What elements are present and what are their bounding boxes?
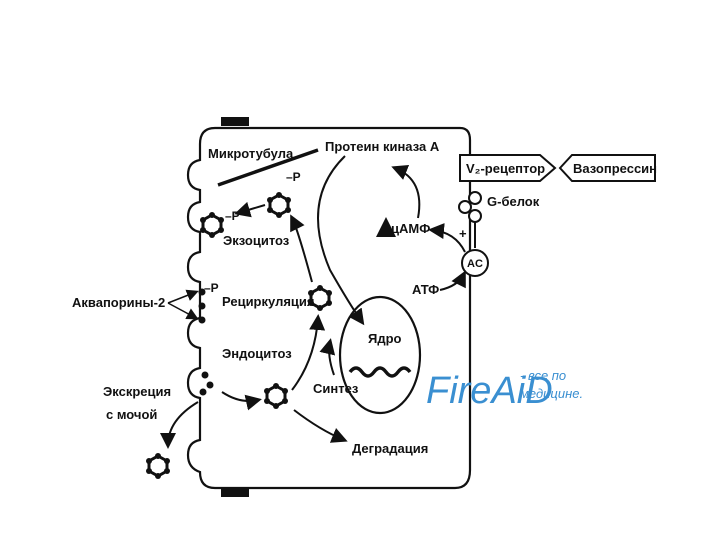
dna-wave — [350, 368, 410, 376]
degradation-label: Деградация — [352, 441, 428, 456]
phospho-label-1: –P — [286, 170, 301, 184]
tight-junction-bottom — [221, 488, 249, 497]
nucleus-label: Ядро — [368, 331, 402, 346]
excretion-label-line1: Экскреция — [103, 384, 171, 399]
aqp-vesicle-endocytosis — [264, 383, 288, 409]
aqp-vesicle-exocytosis-inner — [267, 192, 291, 218]
synthesis-label: Синтез — [313, 381, 359, 396]
atp-label: АТФ — [412, 282, 439, 297]
pka-label: Протеин киназа А — [325, 139, 440, 154]
exocytosis-label: Экзоцитоз — [223, 233, 290, 248]
microtubule-label: Микротубула — [208, 146, 294, 161]
fireaid-watermark: FireAiD - все по медицине. — [426, 368, 583, 412]
endocytosis-label: Эндоцитоз — [222, 346, 292, 361]
g-protein-label: G-белок — [487, 194, 540, 209]
tight-junction-top — [221, 117, 249, 126]
aqp-vesicle-membrane-top — [200, 212, 224, 238]
phospho-label-3: –P — [204, 281, 219, 295]
camp-label: цАМФ — [391, 221, 430, 236]
recycling-label: Рециркуляция — [222, 294, 314, 309]
svg-text:медицине.: медицине. — [520, 386, 583, 401]
v2-receptor-label: V₂-рецептор — [466, 161, 545, 176]
plus-sign: + — [459, 226, 467, 241]
vasopressin-label: Вазопрессин — [573, 161, 657, 176]
g-protein-sub3 — [469, 210, 481, 222]
phospho-label-2: –P — [225, 209, 240, 223]
adenylate-cyclase-label: AC — [467, 258, 483, 270]
g-protein-sub1 — [459, 201, 471, 213]
aqp-vesicle-excreted — [146, 453, 170, 479]
excretion-label-line2: с мочой — [106, 407, 157, 422]
aquaporins-label: Аквапорины-2 — [72, 295, 165, 310]
svg-text:- все по: - все по — [520, 368, 566, 383]
g-protein-sub2 — [469, 192, 481, 204]
